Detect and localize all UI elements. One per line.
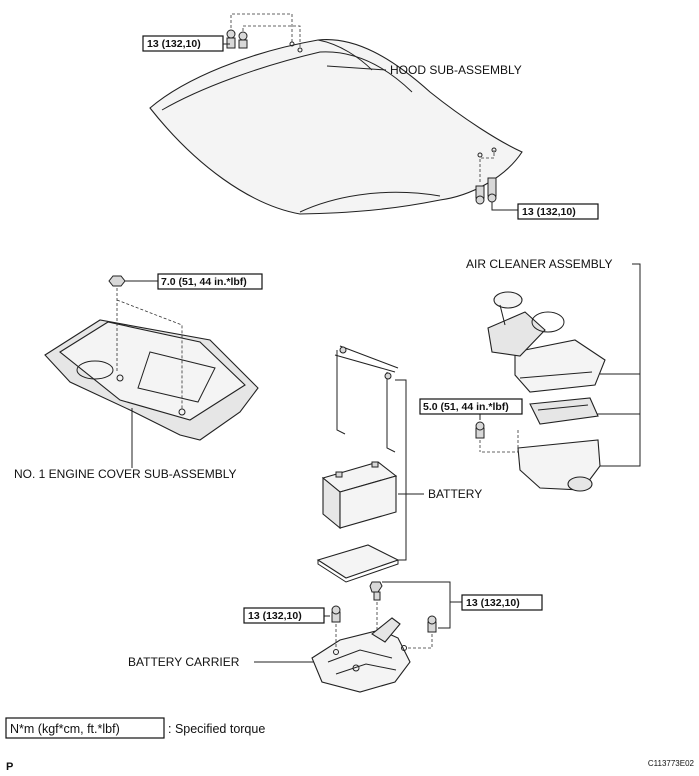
legend-unit-box: N*m (kgf*cm, ft.*lbf) <box>10 722 120 736</box>
torque-box-hood-top: 13 (132,10) <box>142 35 230 52</box>
air-cleaner-upper-case <box>487 291 606 393</box>
air-cleaner-filter <box>529 397 599 425</box>
torque-box-carrier-right: 13 (132,10) <box>461 594 543 611</box>
battery-bracket <box>395 379 407 561</box>
legend-description: : Specified torque <box>168 722 265 736</box>
torque-box-engine-cover: 7.0 (51, 44 in.*lbf) <box>157 273 263 290</box>
air-cleaner-bracket <box>600 263 641 467</box>
figure-code: C113773E02 <box>648 759 695 768</box>
torque-air-cleaner: 5.0 (51, 44 in.*lbf) <box>423 401 509 413</box>
air-cleaner-label: AIR CLEANER ASSEMBLY <box>466 257 613 271</box>
torque-carrier-right: 13 (132,10) <box>466 597 520 609</box>
hood-bottom-bolts <box>475 147 518 211</box>
air-cleaner-lower-case <box>482 430 601 492</box>
page-letter: P <box>6 761 13 773</box>
engine-cover-nut <box>108 275 183 410</box>
air-cleaner-bolt <box>475 414 485 452</box>
torque-engine-cover: 7.0 (51, 44 in.*lbf) <box>161 276 247 288</box>
carrier-torque-bracket <box>382 581 451 629</box>
battery <box>321 461 398 530</box>
engine-cover-sub-assembly <box>44 319 259 441</box>
torque-hood-bottom: 13 (132,10) <box>522 206 576 218</box>
torque-box-air-cleaner: 5.0 (51, 44 in.*lbf) <box>419 398 523 415</box>
hood-top-bolts <box>226 13 303 53</box>
torque-box-carrier-left: 13 (132,10) <box>243 607 325 624</box>
hood-sub-assembly <box>149 38 523 215</box>
battery-carrier-bolts <box>331 581 437 650</box>
torque-hood-top: 13 (132,10) <box>147 38 201 50</box>
battery-carrier <box>311 617 411 693</box>
torque-box-hood-bottom: 13 (132,10) <box>517 203 599 220</box>
hood-label: HOOD SUB-ASSEMBLY <box>390 63 522 77</box>
torque-legend: N*m (kgf*cm, ft.*lbf) : Specified torque <box>5 717 265 739</box>
battery-label: BATTERY <box>428 487 482 501</box>
battery-tray <box>316 544 400 583</box>
battery-clamp <box>334 345 399 453</box>
hood-leader <box>326 65 387 71</box>
torque-carrier-left: 13 (132,10) <box>248 610 302 622</box>
engine-cover-label: NO. 1 ENGINE COVER SUB-ASSEMBLY <box>14 467 237 481</box>
battery-carrier-label: BATTERY CARRIER <box>128 655 240 669</box>
